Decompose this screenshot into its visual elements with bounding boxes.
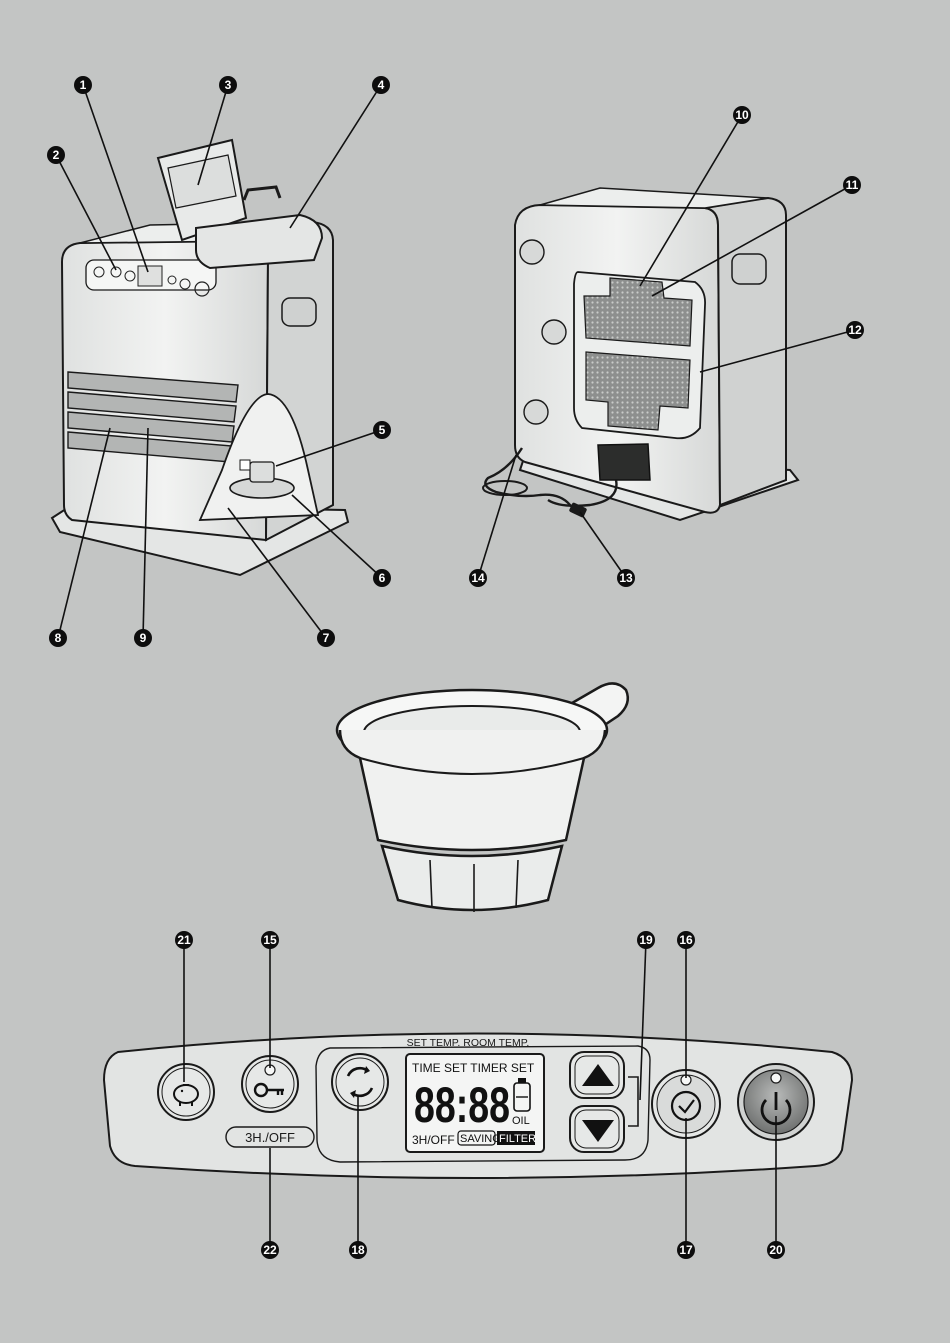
- lcd-display: TIME SET TIMER SET 88:88 OIL 3H/OFF SAVI…: [405, 1053, 545, 1153]
- temp-down-button[interactable]: [569, 1105, 625, 1153]
- svg-text:15: 15: [263, 933, 277, 947]
- svg-text:21: 21: [177, 933, 191, 947]
- lcd-digits: 88:88: [414, 1077, 510, 1133]
- fuel-gauge-icon: [513, 1078, 531, 1112]
- callout-19: 19: [637, 931, 655, 949]
- callout-15: 15: [261, 931, 279, 949]
- callout-7: 7: [317, 629, 335, 647]
- svg-text:12: 12: [848, 323, 862, 337]
- callout-4: 4: [372, 76, 390, 94]
- callout-5: 5: [373, 421, 391, 439]
- callout-9: 9: [134, 629, 152, 647]
- svg-text:17: 17: [679, 1243, 693, 1257]
- svg-text:22: 22: [263, 1243, 277, 1257]
- lcd-filter-box: [497, 1131, 535, 1145]
- svg-text:19: 19: [639, 933, 653, 947]
- svg-text:9: 9: [140, 631, 147, 645]
- timer-3h-off-pill: [225, 1126, 315, 1148]
- set-room-temp-label: SET TEMP. ROOM TEMP.: [407, 1037, 530, 1049]
- svg-text:5: 5: [379, 423, 386, 437]
- lcd-time-timer-set: TIME SET TIMER SET: [412, 1061, 535, 1075]
- callout-22: 22: [261, 1241, 279, 1259]
- svg-text:3: 3: [225, 78, 232, 92]
- callout-3: 3: [219, 76, 237, 94]
- callout-20: 20: [767, 1241, 785, 1259]
- svg-text:14: 14: [471, 571, 485, 585]
- piggy-bank-icon: [173, 1084, 199, 1106]
- eco-button[interactable]: [157, 1063, 215, 1121]
- lcd-saving-box: [457, 1130, 496, 1146]
- svg-text:10: 10: [735, 108, 749, 122]
- callout-18: 18: [349, 1241, 367, 1259]
- lcd-3h-off: 3H/OFF: [412, 1133, 455, 1147]
- svg-text:1: 1: [80, 78, 87, 92]
- callout-2: 2: [47, 146, 65, 164]
- svg-text:18: 18: [351, 1243, 365, 1257]
- svg-text:6: 6: [379, 571, 386, 585]
- callout-8: 8: [49, 629, 67, 647]
- heater-rear-view: [482, 187, 800, 522]
- svg-text:8: 8: [55, 631, 62, 645]
- callout-17: 17: [677, 1241, 695, 1259]
- callout-13: 13: [617, 569, 635, 587]
- temp-buttons-bracket: [628, 1076, 639, 1127]
- callout-10: 10: [733, 106, 751, 124]
- power-button[interactable]: [737, 1063, 815, 1141]
- lcd-oil: OIL: [512, 1115, 530, 1127]
- timer-3h-off-label: 3H./OFF: [245, 1130, 295, 1145]
- heater-front-view: [50, 138, 350, 577]
- svg-text:4: 4: [378, 78, 385, 92]
- svg-text:7: 7: [323, 631, 330, 645]
- leader-lines: [55, 84, 856, 1250]
- child-lock-button[interactable]: [241, 1055, 299, 1113]
- callout-1: 1: [74, 76, 92, 94]
- svg-text:20: 20: [769, 1243, 783, 1257]
- triangle-down-icon: [582, 1120, 614, 1142]
- callout-6: 6: [373, 569, 391, 587]
- callout-12: 12: [846, 321, 864, 339]
- callout-11: 11: [843, 176, 861, 194]
- callout-14: 14: [469, 569, 487, 587]
- lcd-filter: FILTER: [499, 1133, 536, 1145]
- svg-text:2: 2: [53, 148, 60, 162]
- svg-text:16: 16: [679, 933, 693, 947]
- lcd-saving: SAVING: [460, 1133, 501, 1145]
- triangle-up-icon: [582, 1064, 614, 1086]
- svg-text:13: 13: [619, 571, 633, 585]
- temp-up-button[interactable]: [569, 1051, 625, 1099]
- svg-text:11: 11: [846, 178, 859, 192]
- filter-cup: [335, 682, 629, 912]
- circular-arrows-icon: [346, 1066, 374, 1098]
- callout-21: 21: [175, 931, 193, 949]
- power-led-indicator: [770, 1072, 782, 1084]
- mode-button[interactable]: [331, 1053, 389, 1111]
- callout-16: 16: [677, 931, 695, 949]
- key-icon: [253, 1082, 284, 1098]
